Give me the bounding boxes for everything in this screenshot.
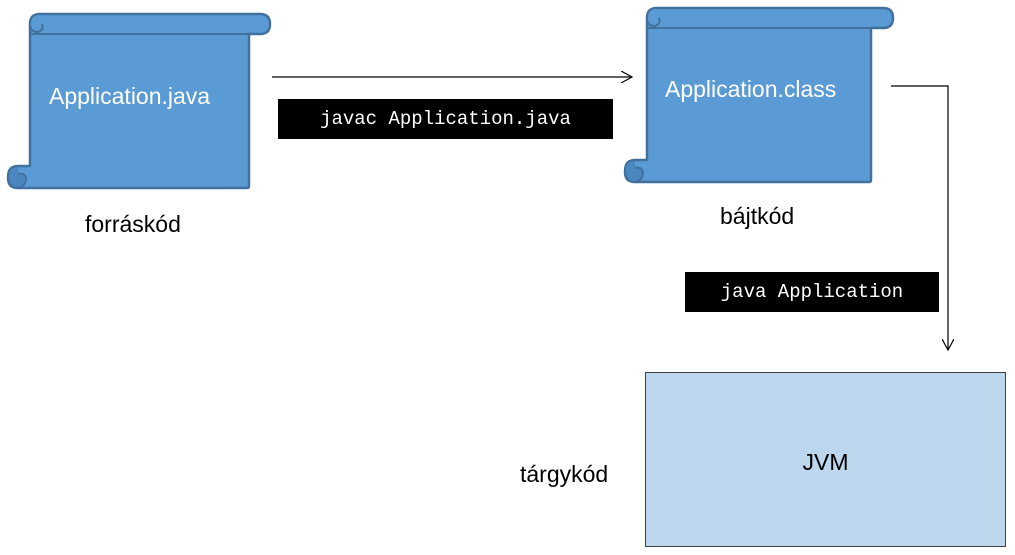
run-command: java Application [685, 272, 939, 312]
run-arrow [891, 85, 948, 350]
bytecode-caption: bájtkód [720, 203, 795, 229]
jvm-label: JVM [802, 449, 849, 475]
jvm-caption: tárgykód [520, 461, 609, 487]
jvm-box: JVM [645, 372, 1006, 547]
source-scroll-shape [6, 12, 272, 190]
bytecode-scroll-shape [623, 6, 895, 184]
compile-command: javac Application.java [278, 99, 613, 139]
source-file-label: Application.java [49, 83, 211, 109]
bytecode-file-label: Application.class [665, 76, 837, 102]
source-caption: forráskód [85, 211, 181, 237]
